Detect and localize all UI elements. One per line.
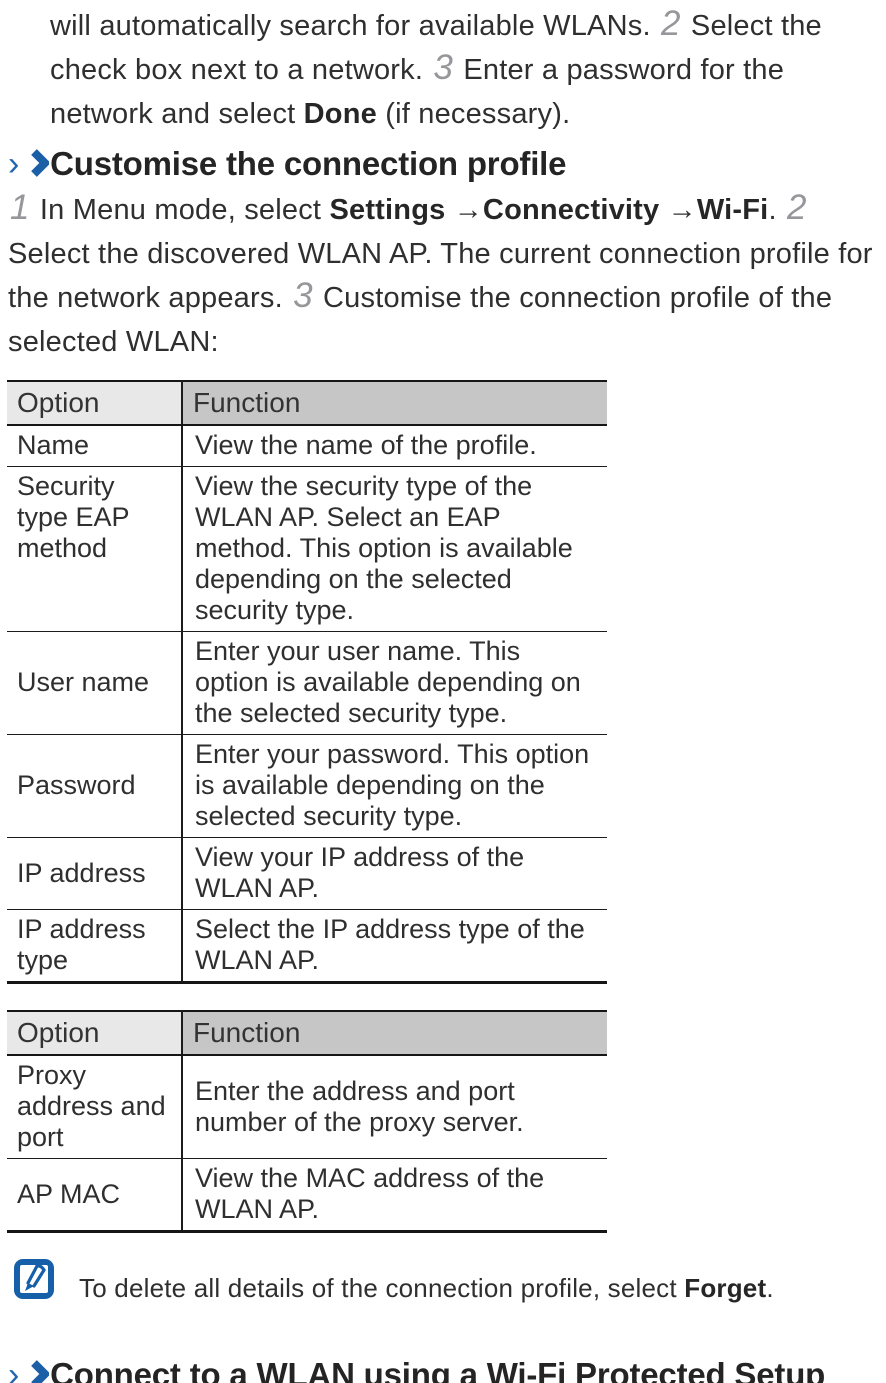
- text-segment: Customise the connection profile of the …: [8, 282, 833, 358]
- heading-text: Customise the connection profile: [50, 145, 567, 182]
- bold-term-forget: Forget: [684, 1273, 767, 1303]
- cell-option: Security type EAP method: [7, 466, 183, 632]
- cell-function: Enter your user name. This option is ava…: [182, 631, 607, 735]
- table-row: IP address View your IP address of the W…: [7, 837, 607, 910]
- cell-option: User name: [7, 631, 183, 735]
- header-cell-option: Option: [7, 1011, 183, 1056]
- text-segment: Enter a password for the network and sel…: [50, 54, 785, 130]
- section-heading-wps: › Connect to a WLAN using a Wi-Fi Protect…: [8, 1356, 886, 1383]
- step-number: 3: [433, 48, 454, 87]
- manual-page: will automatically search for available …: [0, 4, 886, 1383]
- table-row: AP MAC View the MAC address of the WLAN …: [7, 1158, 607, 1232]
- connection-profile-table-2: Option Function Proxy address and port E…: [7, 1010, 607, 1233]
- step-number: 1: [10, 188, 30, 227]
- chevron-right-icon: [31, 1360, 50, 1383]
- table-row: Security type EAP method View the securi…: [7, 466, 607, 632]
- arrow-text: →: [445, 194, 483, 226]
- cell-function: Enter the address and port number of the…: [182, 1055, 607, 1159]
- header-cell-option: Option: [7, 381, 183, 426]
- text-segment: .: [766, 1273, 774, 1303]
- section-heading-customise-profile: › Customise the connection profile: [8, 144, 886, 184]
- text-segment: In Menu mode, select: [31, 194, 330, 226]
- chevron-right-icon: [31, 149, 50, 177]
- table-header-row: Option Function: [7, 381, 607, 426]
- text-segment: .: [768, 194, 785, 226]
- table-header-row: Option Function: [7, 1011, 607, 1056]
- heading-text: Connect to a WLAN using a Wi-Fi Protecte…: [50, 1356, 826, 1383]
- header-cell-function: Function: [182, 1011, 607, 1056]
- text-segment: (if necessary).: [376, 98, 571, 130]
- paragraph-intro: will automatically search for available …: [50, 4, 882, 136]
- cell-option: IP address type: [7, 909, 183, 983]
- cell-option: AP MAC: [7, 1158, 183, 1232]
- note-block: To delete all details of the connection …: [13, 1257, 886, 1304]
- arrow-text: →: [659, 194, 697, 226]
- text-segment: Select the check box next to a network.: [50, 10, 822, 86]
- cell-option: IP address: [7, 837, 183, 910]
- connection-profile-table-1: Option Function Name View the name of th…: [7, 380, 607, 984]
- chevron-small-icon: ›: [8, 145, 20, 183]
- table-row: Name View the name of the profile.: [7, 425, 607, 467]
- cell-function: View the MAC address of the WLAN AP.: [182, 1158, 607, 1232]
- cell-function: View your IP address of the WLAN AP.: [182, 837, 607, 910]
- bold-term-connectivity: Connectivity: [482, 194, 660, 226]
- table-row: User name Enter your user name. This opt…: [7, 631, 607, 735]
- header-cell-function: Function: [182, 381, 607, 426]
- cell-function: Enter your password. This option is avai…: [182, 734, 607, 838]
- cell-option: Proxy address and port: [7, 1055, 183, 1159]
- text-segment: To delete all details of the connection …: [79, 1273, 685, 1303]
- table-row: IP address type Select the IP address ty…: [7, 909, 607, 983]
- paragraph-steps: 1 In Menu mode, select Settings →Connect…: [8, 188, 874, 364]
- table-row: Proxy address and port Enter the address…: [7, 1055, 607, 1159]
- chevron-small-icon: ›: [8, 1356, 20, 1383]
- step-number: 3: [293, 276, 313, 315]
- bold-term-done: Done: [303, 98, 377, 130]
- bold-term-settings: Settings: [329, 194, 446, 226]
- cell-function: View the name of the profile.: [182, 425, 607, 467]
- note-pencil-icon: [14, 1259, 54, 1299]
- text-segment: Select the discovered WLAN AP. The curre…: [8, 238, 873, 314]
- text-segment: will automatically search for available …: [50, 10, 659, 42]
- note-text: To delete all details of the connection …: [79, 1273, 774, 1304]
- step-number: 2: [786, 188, 807, 227]
- step-number: 2: [660, 4, 681, 43]
- cell-option: Name: [7, 425, 183, 467]
- cell-function: Select the IP address type of the WLAN A…: [182, 909, 607, 983]
- cell-function: View the security type of the WLAN AP. S…: [182, 466, 607, 632]
- bold-term-wifi: Wi-Fi: [696, 194, 769, 226]
- table-row: Password Enter your password. This optio…: [7, 734, 607, 838]
- cell-option: Password: [7, 734, 183, 838]
